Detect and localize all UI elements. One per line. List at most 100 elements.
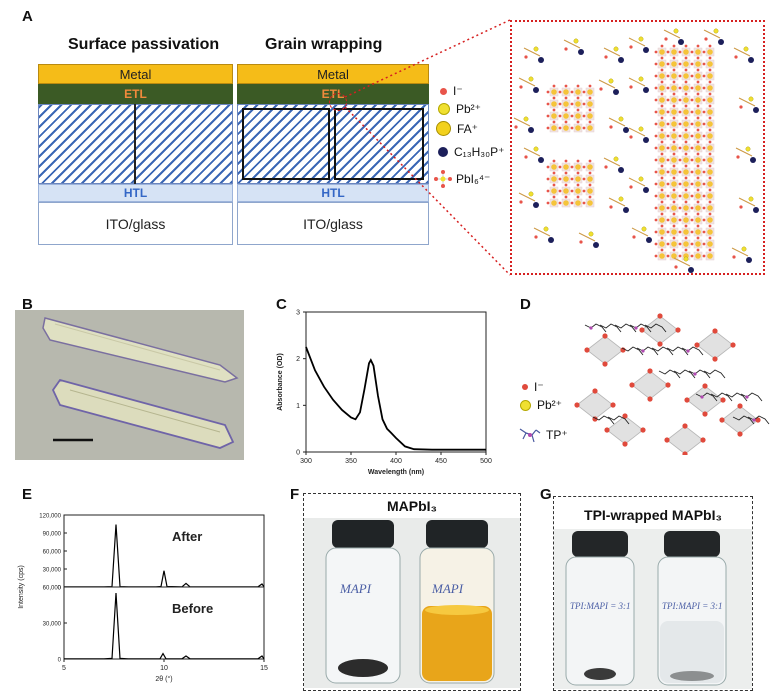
iodide-atom [684, 236, 688, 240]
iodide-atom [696, 128, 700, 132]
fa-atom [707, 109, 713, 115]
octahedron [641, 315, 679, 345]
iodide-atom [629, 382, 635, 388]
tp-chain [644, 323, 667, 333]
ligand-chain [563, 39, 581, 49]
fa-atom [563, 200, 569, 206]
iodide-atom [690, 98, 694, 102]
x-tick-label: 10 [160, 665, 168, 672]
iodide-atom [678, 86, 682, 90]
lead-atom [543, 226, 549, 232]
fa-atom [587, 101, 593, 107]
iodide-atom [666, 242, 670, 246]
iodide-atom [696, 164, 700, 168]
legend-d-lead: Pb²⁺ [520, 398, 562, 412]
fa-atom [671, 145, 677, 151]
fa-atom [563, 89, 569, 95]
fa-atom [671, 49, 677, 55]
iodide-atom [552, 108, 556, 112]
lead-atom [618, 196, 624, 202]
iodide-atom [678, 98, 682, 102]
tp-chain [658, 369, 681, 379]
iodide-atom [629, 185, 633, 189]
iodide-atom [696, 116, 700, 120]
iodide-atom [702, 62, 706, 66]
tp-cation [538, 57, 544, 63]
ligand-chain [523, 47, 541, 57]
fa-atom [683, 73, 689, 79]
iodide-atom [672, 200, 676, 204]
fa-atom [671, 181, 677, 187]
phosphorus-atom [752, 418, 756, 422]
iodide-atom [708, 68, 712, 72]
iodide-atom [672, 44, 676, 48]
octahedron [586, 335, 624, 365]
iodide-atom [558, 201, 562, 205]
iodide-atom [660, 92, 664, 96]
iodide-atom [672, 140, 676, 144]
fa-atom [695, 61, 701, 67]
iodide-atom [702, 158, 706, 162]
iodide-atom [588, 183, 592, 187]
iodide-atom [690, 158, 694, 162]
tp-cation [643, 187, 649, 193]
iodide-atom [696, 140, 700, 144]
etl-layer: ETL [38, 84, 233, 104]
tp-chain [710, 392, 733, 402]
iodide-atom [546, 126, 550, 130]
lead-atom [523, 116, 529, 122]
octahedron [631, 370, 669, 400]
iodide-atom [690, 182, 694, 186]
fa-atom [563, 164, 569, 170]
iodide-atom [739, 205, 743, 209]
fa-atom [659, 253, 665, 259]
panel-f-title: MAPbI₃ [386, 498, 438, 514]
iodide-atom [708, 152, 712, 156]
ligand-chain [733, 47, 751, 57]
fa-atom [671, 85, 677, 91]
ligand-chain [608, 117, 626, 127]
iodide-atom [604, 427, 610, 433]
tp-chain [681, 346, 704, 356]
series-label-after: After [172, 529, 202, 544]
iodide-atom [599, 87, 603, 91]
iodide-atom [678, 254, 682, 258]
fa-atom [683, 49, 689, 55]
iodide-atom [696, 152, 700, 156]
fa-atom [659, 49, 665, 55]
fa-atom [659, 157, 665, 163]
lead-atom [638, 36, 644, 42]
tp-chain [614, 323, 637, 333]
iodide-atom [654, 134, 658, 138]
ligand-chain [673, 257, 691, 267]
iodide-atom [524, 55, 528, 59]
fa-atom [671, 61, 677, 67]
iodide-dot-icon [440, 87, 447, 95]
tp-cation [688, 267, 694, 273]
fa-atom [563, 188, 569, 194]
iodide-atom [592, 388, 598, 394]
iodide-atom [666, 194, 670, 198]
lead-atom [608, 78, 614, 84]
iodide-atom [702, 206, 706, 210]
y-axis-label: Absorbance (OD) [277, 353, 284, 411]
iodide-atom [588, 84, 592, 88]
iodide-atom [696, 80, 700, 84]
iodide-atom [558, 165, 562, 169]
iodide-atom [602, 361, 608, 367]
iodide-atom [684, 140, 688, 144]
lead-atom [638, 76, 644, 82]
fa-atom [671, 133, 677, 139]
plot-frame-after [63, 514, 265, 588]
lead-atom [528, 76, 534, 82]
vial-1-label: MAPI [339, 581, 372, 596]
iodide-atom [582, 114, 586, 118]
iodide-atom [672, 176, 676, 180]
tp-chain [621, 346, 644, 356]
iodide-atom [708, 56, 712, 60]
iodide-atom [678, 230, 682, 234]
iodide-atom [708, 236, 712, 240]
fa-atom [587, 125, 593, 131]
legend-d-tp-label: TP⁺ [546, 428, 568, 442]
iodide-atom [708, 164, 712, 168]
